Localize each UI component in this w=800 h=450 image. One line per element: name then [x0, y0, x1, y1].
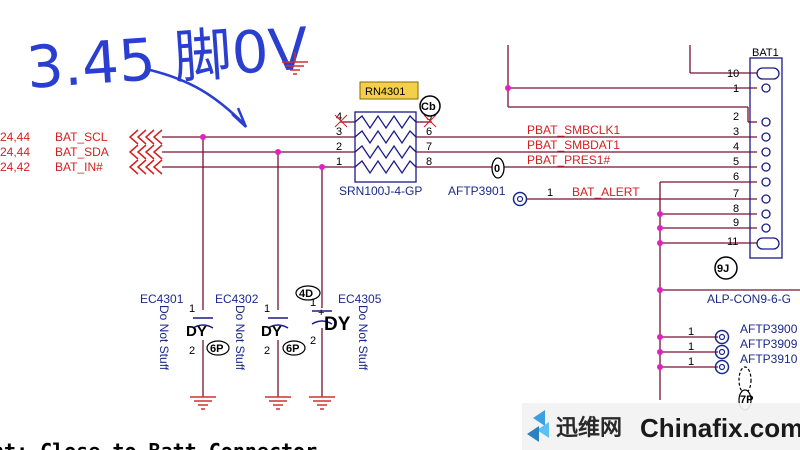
ec4305-badge: 4D: [299, 288, 313, 300]
rn4301-pin-8: 8: [426, 156, 432, 168]
net-pbat-pres1: PBAT_PRES1#: [527, 153, 610, 167]
aftp3909-pin: 1: [688, 341, 694, 353]
testpoint-aftp3901: AFTP3901 1 BAT_ALERT 0: [448, 157, 640, 207]
ec4302-pin1: 1: [264, 303, 270, 315]
bottom-note: nt: Close to Batt Connector: [0, 439, 317, 450]
ec4305-ref: EC4305: [338, 292, 382, 306]
rn4301-pin-3: 3: [336, 126, 342, 138]
ec4302-badge: 6P: [286, 343, 299, 355]
rn4301-ref-label-bg: [359, 81, 419, 100]
watermark-bg: [522, 403, 800, 450]
bat1-part-number: ALP-CON9-6-G: [707, 292, 791, 306]
aftp3901-badge: 0: [494, 163, 500, 175]
ec4302-pin2: 2: [264, 345, 270, 357]
rn4301-ref: RN4301: [365, 86, 405, 98]
handwritten-annotation: 3.45 脚0V: [24, 14, 311, 128]
ec4301-dy: DY: [186, 323, 207, 340]
bat1-body: [749, 57, 783, 259]
rn4301-pin-6: 6: [426, 126, 432, 138]
aftp3901-pin: 1: [547, 187, 553, 199]
rn4301-badge: Cb: [421, 101, 436, 113]
aftp3900-ref: AFTP3900: [740, 322, 798, 336]
bat1-pin-1: 1: [733, 83, 739, 95]
aftp3910-ref: AFTP3910: [740, 352, 798, 366]
ec4305-pin2: 2: [310, 335, 316, 347]
rn4301-pin-7: 7: [426, 141, 432, 153]
bat1-badge: 9J: [717, 263, 729, 275]
net-name-bat-sda: BAT_SDA: [55, 145, 109, 159]
rn4301-pin-4: 4: [336, 111, 342, 123]
battery-connector-bat1: BAT1 10 1 2 3 4 5 6 7 8 9 11 9J ALP-CON9…: [707, 47, 791, 306]
aftp3901-ref: AFTP3901: [448, 184, 506, 198]
aftp3910-pin: 1: [688, 356, 694, 368]
wires: [162, 45, 800, 400]
ec4301-pin1: 1: [189, 303, 195, 315]
bat1-pin-5: 5: [733, 156, 739, 168]
rn4301-badge-circle: [419, 95, 441, 117]
net-bat-alert: BAT_ALERT: [572, 185, 640, 199]
ec4301-pin2: 2: [189, 345, 195, 357]
ec4301-ref: EC4301: [140, 292, 184, 306]
watermark-en: Chinafix.com: [640, 413, 800, 443]
offpage-connectors: [128, 129, 163, 175]
resistor-network-rn4301: RN4301 4 3 2 1 5 6 7 8 SRN100J-4-GP Cb: [334, 81, 441, 198]
bat1-ref: BAT1: [752, 47, 779, 59]
ground-ec4305: [309, 396, 335, 410]
net-name-bat-in: BAT_IN#: [55, 160, 103, 174]
rn4301-pin-2: 2: [336, 141, 342, 153]
ec4302-note: Do Not Stuff: [233, 305, 247, 371]
handwritten-arrowhead: [231, 107, 248, 128]
net-ref-sda: 24,44: [0, 145, 30, 159]
net-name-bat-scl: BAT_SCL: [55, 130, 108, 144]
bat1-pin-8: 8: [733, 203, 739, 215]
ground-symbols-bottom: [190, 396, 335, 410]
aftp3909-ref: AFTP3909: [740, 337, 798, 351]
ground-symbol: [282, 52, 308, 75]
net-ref-in: 24,42: [0, 160, 30, 174]
bat1-pin-6: 6: [733, 171, 739, 183]
aftp3900-pin: 1: [688, 326, 694, 338]
rn4301-body: [354, 111, 417, 183]
ec4302-dy: DY: [261, 323, 282, 340]
ground-ec4302: [265, 396, 291, 410]
ec4305-dy: DY: [324, 314, 351, 335]
bat1-pin-2: 2: [733, 111, 739, 123]
bat1-pin-3: 3: [733, 126, 739, 138]
capacitor-ec4305: EC4305 4D 1 + DY 2 Do Not Stuff: [295, 285, 382, 371]
bat1-pin-10: 10: [727, 68, 739, 80]
rn4301-pin-5: 5: [426, 111, 432, 123]
bat1-pin-4: 4: [733, 141, 739, 153]
rn4301-part-number: SRN100J-4-GP: [339, 184, 422, 198]
right-net-labels: PBAT_SMBCLK1 PBAT_SMBDAT1 PBAT_PRES1#: [527, 123, 620, 167]
capacitor-ec4301: EC4301 1 DY 2 6P Do Not Stuff: [140, 292, 230, 371]
ec4305-pin1: 1: [310, 297, 316, 309]
left-net-labels: 24,44 BAT_SCL 24,44 BAT_SDA 24,42 BAT_IN…: [0, 130, 109, 174]
ec4301-note: Do Not Stuff: [157, 305, 171, 371]
bat1-pin-9: 9: [733, 217, 739, 229]
ec4301-badge: 6P: [210, 343, 223, 355]
net-pbat-smbdat1: PBAT_SMBDAT1: [527, 138, 620, 152]
ground-ec4301: [190, 396, 216, 410]
handwritten-text: 3.45 脚0V: [24, 14, 311, 102]
ec4305-note: Do Not Stuff: [356, 305, 370, 371]
rn4301-pin-1: 1: [336, 156, 342, 168]
net-ref-scl: 24,44: [0, 130, 30, 144]
watermark: 迅维网 Chinafix.com: [522, 403, 800, 450]
right-testpoints: 1 AFTP3900 1 AFTP3909 1 AFTP3910 7P: [688, 322, 798, 411]
bat1-pin-11: 11: [727, 236, 738, 248]
watermark-logo-icon: [527, 410, 549, 442]
bat1-pin-7: 7: [733, 188, 739, 200]
ec4302-ref: EC4302: [215, 292, 259, 306]
watermark-cn: 迅维网: [556, 415, 622, 441]
junction-dots: [200, 85, 663, 370]
capacitor-ec4302: EC4302 1 DY 2 6P Do Not Stuff: [215, 292, 306, 371]
ec4305-plus: +: [318, 307, 324, 319]
net-pbat-smbclk1: PBAT_SMBCLK1: [527, 123, 620, 137]
